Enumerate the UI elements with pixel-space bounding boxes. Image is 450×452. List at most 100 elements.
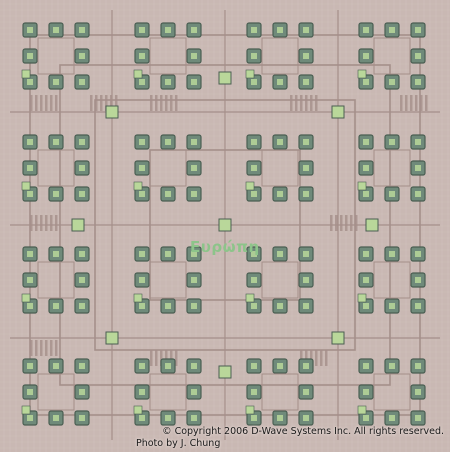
junction-pad	[191, 191, 197, 197]
junction-pad	[165, 139, 171, 145]
junction-pad	[191, 165, 197, 171]
junction-pad	[303, 363, 309, 369]
junction-pad	[139, 251, 145, 257]
junction-pad	[389, 191, 395, 197]
comb-finger	[335, 215, 338, 231]
diagonal-pad	[133, 293, 143, 303]
junction-pad	[79, 251, 85, 257]
junction-pad	[303, 389, 309, 395]
comb-finger	[350, 215, 353, 231]
comb-finger	[100, 95, 103, 111]
junction-pad	[415, 27, 421, 33]
junction-pad	[53, 363, 59, 369]
cluster-frame	[261, 261, 299, 299]
coupler-pad	[105, 105, 119, 119]
junction-pad	[363, 191, 369, 197]
junction-pad	[277, 139, 283, 145]
comb-finger	[150, 350, 153, 366]
cluster-frame	[373, 37, 411, 75]
junction-pad	[191, 277, 197, 283]
junction-pad	[251, 415, 257, 421]
comb-finger	[160, 350, 163, 366]
comb-finger	[310, 350, 313, 366]
junction-pad	[415, 389, 421, 395]
junction-pad	[27, 415, 33, 421]
comb-finger	[165, 95, 168, 111]
comb-finger	[50, 215, 53, 231]
junction-pad	[303, 277, 309, 283]
junction-pad	[303, 415, 309, 421]
junction-pad	[389, 79, 395, 85]
comb-finger	[155, 95, 158, 111]
junction-pad	[79, 277, 85, 283]
comb-finger	[325, 350, 328, 366]
junction-pad	[251, 277, 257, 283]
comb-finger	[425, 95, 428, 111]
junction-pad	[139, 79, 145, 85]
junction-pad	[251, 191, 257, 197]
coupler-pad	[331, 331, 345, 345]
comb-finger	[315, 95, 318, 111]
junction-pad	[165, 251, 171, 257]
junction-pad	[191, 251, 197, 257]
junction-pad	[139, 53, 145, 59]
comb-finger	[55, 340, 58, 356]
comb-finger	[40, 215, 43, 231]
diagonal-pad	[21, 405, 31, 415]
diagonal-pad	[357, 181, 367, 191]
junction-pad	[27, 303, 33, 309]
junction-pad	[139, 415, 145, 421]
junction-pad	[363, 415, 369, 421]
junction-pad	[79, 389, 85, 395]
cluster-frame	[149, 37, 187, 75]
comb-finger	[35, 340, 38, 356]
photo-credit: Photo by J. Chung	[136, 438, 221, 449]
diagonal-pad	[245, 69, 255, 79]
comb-finger	[95, 95, 98, 111]
junction-pad	[415, 277, 421, 283]
comb-finger	[40, 340, 43, 356]
junction-pad	[277, 191, 283, 197]
junction-pad	[277, 363, 283, 369]
cluster-frame	[149, 261, 187, 299]
junction-pad	[79, 27, 85, 33]
junction-pad	[303, 191, 309, 197]
coupler-pad	[331, 105, 345, 119]
junction-pad	[165, 79, 171, 85]
junction-pad	[79, 363, 85, 369]
comb-finger	[45, 215, 48, 231]
junction-pad	[251, 79, 257, 85]
junction-pad	[79, 139, 85, 145]
comb-finger	[405, 95, 408, 111]
junction-pad	[277, 27, 283, 33]
comb-finger	[55, 215, 58, 231]
junction-pad	[27, 277, 33, 283]
junction-pad	[139, 303, 145, 309]
comb-finger	[115, 95, 118, 111]
junction-pad	[389, 303, 395, 309]
junction-pad	[191, 27, 197, 33]
junction-pad	[415, 165, 421, 171]
junction-pad	[27, 27, 33, 33]
junction-pad	[27, 165, 33, 171]
junction-pad	[303, 53, 309, 59]
comb-finger	[305, 95, 308, 111]
comb-finger	[170, 95, 173, 111]
junction-pad	[303, 303, 309, 309]
coupler-pad	[218, 365, 232, 379]
junction-pad	[415, 191, 421, 197]
coupler-pad	[218, 71, 232, 85]
comb-finger	[290, 95, 293, 111]
coupler-pad	[365, 218, 379, 232]
comb-finger	[330, 215, 333, 231]
cluster-frame	[149, 373, 187, 411]
junction-pad	[363, 277, 369, 283]
comb-finger	[30, 95, 33, 111]
junction-pad	[303, 139, 309, 145]
junction-pad	[79, 79, 85, 85]
comb-finger	[420, 95, 423, 111]
junction-pad	[415, 363, 421, 369]
comb-finger	[150, 95, 153, 111]
junction-pad	[277, 415, 283, 421]
